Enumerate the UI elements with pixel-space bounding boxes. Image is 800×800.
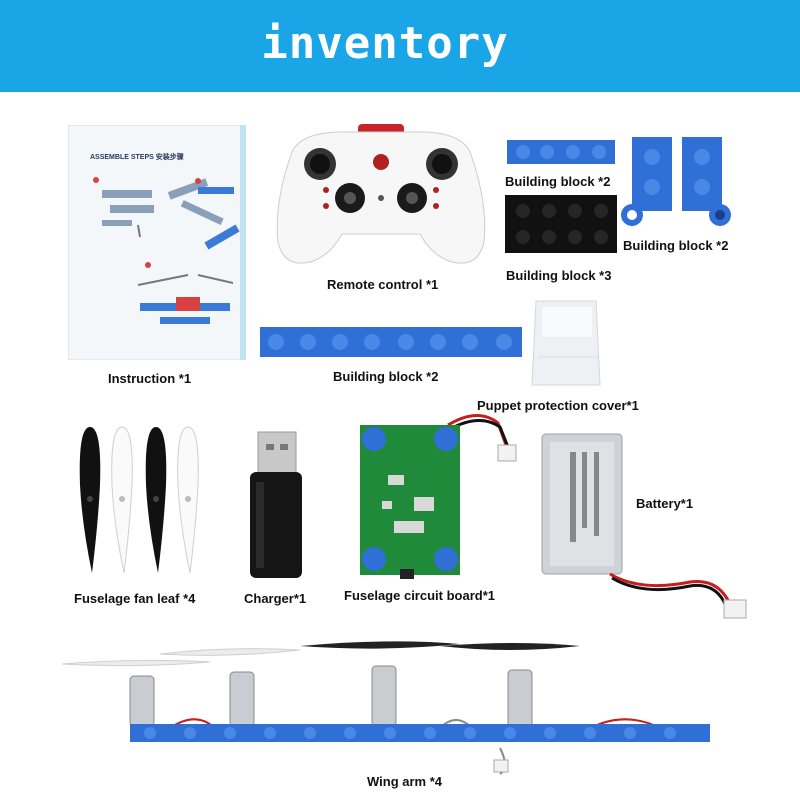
fan-leaf-image: [76, 425, 206, 577]
remote-control-image: [272, 122, 490, 270]
building-block-black-label: Building block *3: [506, 268, 612, 283]
header-banner: inventory: [0, 0, 800, 92]
remote-control-label: Remote control *1: [327, 277, 439, 292]
page-title: inventory: [261, 18, 509, 69]
battery-label: Battery*1: [636, 496, 694, 511]
instruction-label: Instruction *1: [108, 371, 192, 386]
fan-leaf-label: Fuselage fan leaf *4: [74, 591, 196, 606]
battery-image: [540, 432, 754, 626]
building-block-long-label: Building block *2: [333, 369, 439, 384]
protection-cover-label: Puppet protection cover*1: [477, 398, 639, 413]
wing-arm-image: [60, 638, 790, 778]
wing-arm-label: Wing arm *4: [367, 774, 443, 789]
instruction-manual-image: ASSEMBLE STEPS 安装步骤: [68, 125, 246, 360]
charger-image: [248, 430, 304, 580]
circuit-board-label: Fuselage circuit board*1: [344, 588, 495, 603]
manual-heading: ASSEMBLE STEPS 安装步骤: [90, 152, 184, 161]
protection-cover-image: [528, 297, 606, 389]
building-block-vertical-label: Building block *2: [623, 238, 729, 253]
building-block-small-image: [507, 138, 615, 166]
charger-label: Charger*1: [244, 591, 307, 606]
building-block-small-label: Building block *2: [505, 174, 611, 189]
building-block-vertical-image: [620, 135, 736, 227]
building-block-black-image: [505, 195, 617, 253]
building-block-long-image: [260, 327, 522, 357]
circuit-board-image: [358, 405, 528, 580]
